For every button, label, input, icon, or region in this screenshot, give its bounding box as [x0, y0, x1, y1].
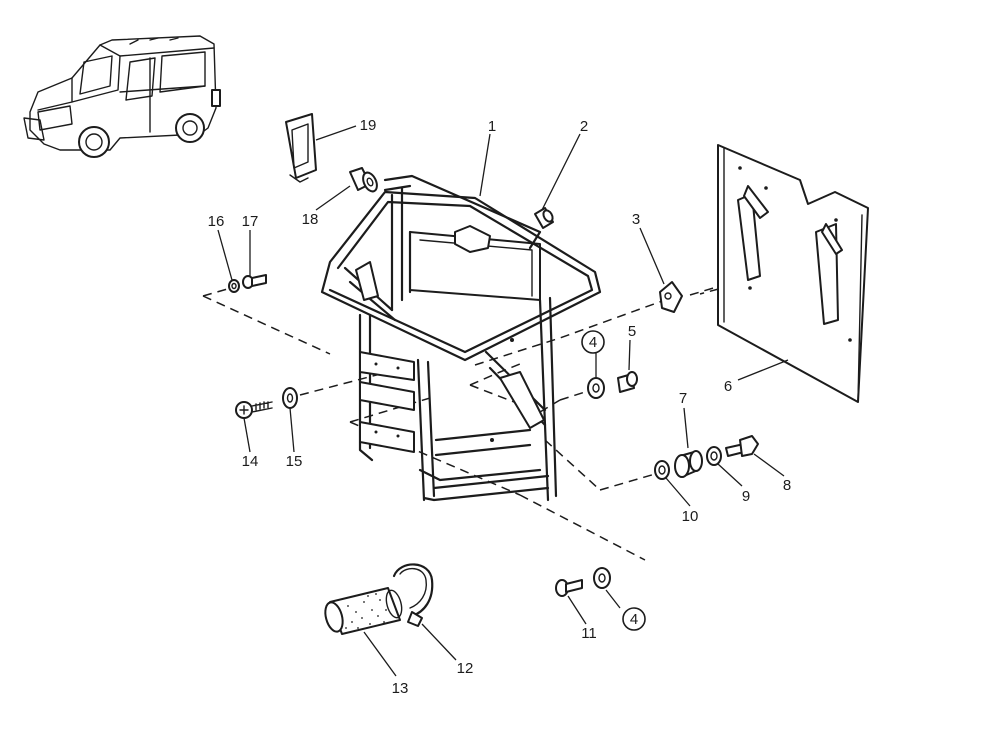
- callout-11: 11: [581, 625, 597, 642]
- part-15-washer: [282, 387, 298, 409]
- part-1-carrier-frame: [320, 174, 602, 502]
- callout-4-upper: 4: [589, 334, 597, 351]
- callout-6: 6: [724, 378, 732, 395]
- callout-10: 10: [682, 508, 699, 525]
- callout-18: 18: [302, 211, 319, 228]
- part-11-screw: [555, 579, 583, 597]
- part-9-washer: [706, 446, 722, 466]
- part-12-hose-clamp: [392, 563, 434, 627]
- callout-15: 15: [286, 453, 303, 470]
- callout-3: 3: [632, 211, 640, 228]
- part-18-bushing: [349, 167, 378, 193]
- callout-5: 5: [628, 323, 636, 340]
- callout-4-circle-lower: [622, 607, 646, 631]
- part-4-washer-upper: [587, 377, 605, 399]
- part-4-washer-lower: [593, 567, 611, 589]
- part-19-latch: [285, 113, 317, 183]
- callout-14: 14: [242, 453, 259, 470]
- part-2-pin: [534, 207, 554, 229]
- callout-8: 8: [783, 477, 791, 494]
- part-16-washer: [228, 279, 240, 293]
- callout-1: 1: [488, 118, 496, 135]
- part-3-clip: [659, 281, 683, 313]
- part-5-bolt: [617, 371, 638, 393]
- callout-9: 9: [742, 488, 750, 505]
- vehicle-thumbnail: [23, 35, 221, 158]
- callout-16: 16: [208, 213, 225, 230]
- part-13-foam-sleeve: [324, 587, 403, 635]
- callout-7: 7: [679, 390, 687, 407]
- part-10-washer: [654, 460, 670, 480]
- callout-19: 19: [360, 117, 377, 134]
- callout-labels: 1 2 3 4 5 6 7 8 9 10 11 4 12 13 14 15 16…: [208, 117, 792, 697]
- part-7-spacer: [674, 450, 703, 478]
- callout-12: 12: [457, 660, 474, 677]
- callout-4-lower: 4: [630, 611, 638, 628]
- part-17-screw: [242, 274, 267, 289]
- callout-17: 17: [242, 213, 259, 230]
- part-8-bolt: [725, 435, 759, 457]
- callout-13: 13: [392, 680, 409, 697]
- part-14-screw: [235, 401, 273, 419]
- callout-2: 2: [580, 118, 588, 135]
- part-6-mounting-plate: [717, 144, 869, 403]
- callout-4-circle-upper: [581, 330, 605, 354]
- leader-lines: [217, 125, 789, 677]
